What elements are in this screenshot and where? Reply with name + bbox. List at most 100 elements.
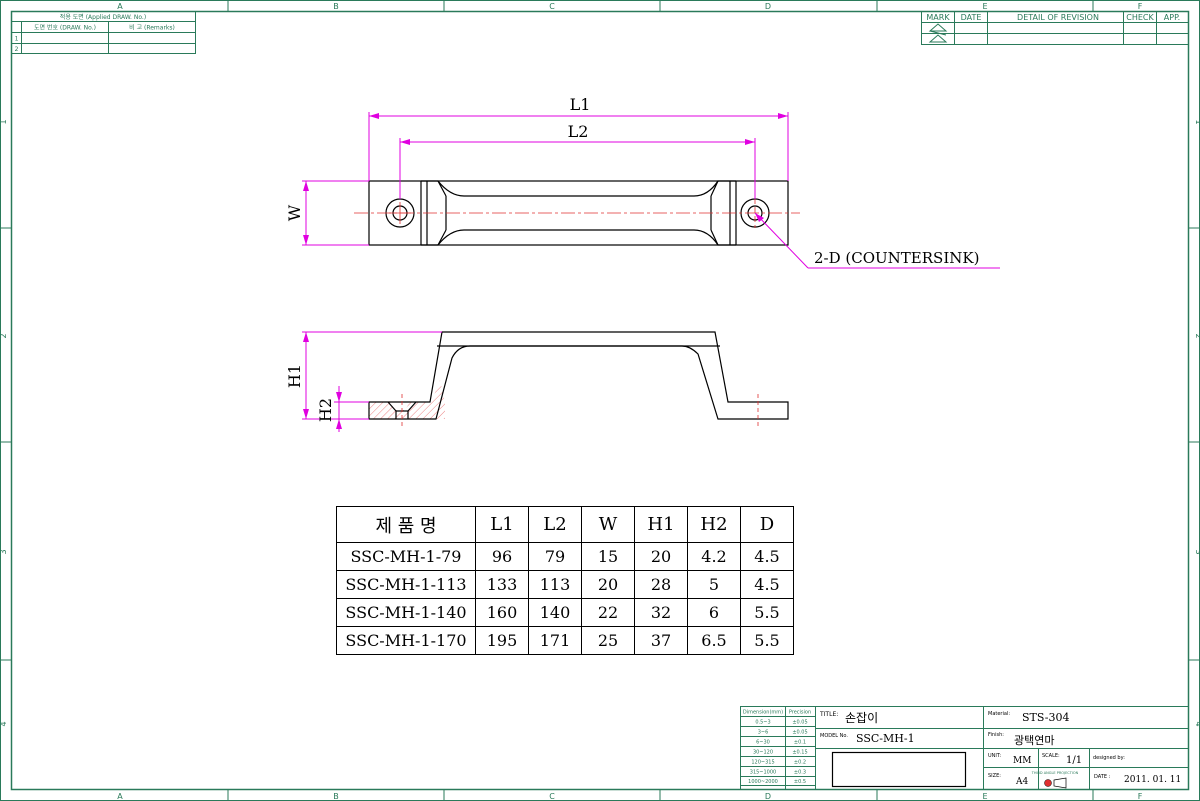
dimension-l1-label: L1 xyxy=(570,95,591,114)
spec-header-h2: H2 xyxy=(687,506,741,543)
applied-drawing-row2: 2 xyxy=(15,46,19,53)
spec-header-l1: L1 xyxy=(475,506,529,543)
row-label-2: 2 xyxy=(0,333,8,338)
projection-symbol-icon: THIRD ANGLE PROJECTION xyxy=(1031,771,1079,789)
col-label-b: B xyxy=(333,2,339,11)
spec-cell: 113 xyxy=(528,570,582,599)
col-label-d-bottom: D xyxy=(765,792,771,801)
designed-label: designed by: xyxy=(1093,755,1125,761)
spec-table-header-row: 제 품 명 L1 L2 W H1 H2 D xyxy=(336,506,794,543)
dimension-l1 xyxy=(368,112,789,181)
tolerance-value-3: ±0.1 xyxy=(794,740,806,746)
spec-header-name: 제 품 명 xyxy=(336,506,476,543)
spec-cell: 171 xyxy=(528,626,582,655)
unit-label: UNIT: xyxy=(988,753,1001,759)
material-value: STS-304 xyxy=(1022,711,1070,724)
spec-header-w: W xyxy=(581,506,635,543)
revision-header-mark: MARK xyxy=(926,13,950,22)
spec-cell: 195 xyxy=(475,626,529,655)
tolerance-range-2: 3~6 xyxy=(758,730,769,736)
spec-cell: SSC-MH-1-79 xyxy=(336,542,476,571)
spec-header-h1: H1 xyxy=(634,506,688,543)
spec-cell: 32 xyxy=(634,598,688,627)
date-value: 2011. 01. 11 xyxy=(1124,775,1181,785)
table-row: SSC-MH-1-140 160 140 22 32 6 5.5 xyxy=(336,598,794,627)
spec-cell: 6.5 xyxy=(687,626,741,655)
applied-drawing-col2: 비 고 (Remarks) xyxy=(129,24,175,32)
spec-header-d: D xyxy=(740,506,794,543)
applied-drawing-col1: 도면 번호 (DRAW. No.) xyxy=(34,24,96,32)
spec-cell: 4.5 xyxy=(740,542,794,571)
side-view-centerlines xyxy=(401,394,759,426)
dimension-h2-label: H2 xyxy=(316,398,335,422)
spec-cell: 4.2 xyxy=(687,542,741,571)
scale-label: SCALE: xyxy=(1042,753,1060,759)
col-label-e-bottom: E xyxy=(982,792,987,801)
spec-cell: 4.5 xyxy=(740,570,794,599)
revision-header-app: APP. xyxy=(1164,13,1180,22)
revision-header-date: DATE xyxy=(961,13,982,22)
spec-cell: 79 xyxy=(528,542,582,571)
revision-header-detail: DETAIL OF REVISION xyxy=(1017,13,1099,22)
spec-cell: 22 xyxy=(581,598,635,627)
dimension-h2 xyxy=(334,386,369,432)
tolerance-range-5: 120~315 xyxy=(751,760,774,766)
row-label-1: 1 xyxy=(0,119,8,124)
spec-cell: 133 xyxy=(475,570,529,599)
projection-text: THIRD ANGLE PROJECTION xyxy=(1031,771,1079,775)
side-view-hatch-left xyxy=(369,380,445,419)
spec-cell: 28 xyxy=(634,570,688,599)
col-label-f: F xyxy=(1138,2,1143,11)
tolerance-range-1: 0.5~3 xyxy=(755,720,770,726)
tolerance-range-6: 315~1000 xyxy=(750,770,776,776)
spec-cell: 160 xyxy=(475,598,529,627)
spec-cell: 5.5 xyxy=(740,626,794,655)
tolerance-header-dimension: Dimension(mm) xyxy=(743,710,783,716)
col-label-b-bottom: B xyxy=(333,792,339,801)
tolerance-value-4: ±0.15 xyxy=(792,750,807,756)
row-label-1-right: 1 xyxy=(1194,119,1200,124)
applied-drawing-row1: 1 xyxy=(15,36,19,43)
spec-cell: SSC-MH-1-170 xyxy=(336,626,476,655)
table-row: SSC-MH-1-170 195 171 25 37 6.5 5.5 xyxy=(336,626,794,655)
revision-header-check: CHECK xyxy=(1126,13,1154,22)
spec-cell: SSC-MH-1-113 xyxy=(336,570,476,599)
col-label-c-bottom: C xyxy=(549,792,555,801)
table-row: SSC-MH-1-113 133 113 20 28 5 4.5 xyxy=(336,570,794,599)
spec-table: 제 품 명 L1 L2 W H1 H2 D SSC-MH-1-79 96 79 … xyxy=(336,506,794,655)
tolerance-range-3: 6~30 xyxy=(756,740,770,746)
spec-cell: 25 xyxy=(581,626,635,655)
countersink-leader xyxy=(754,212,1000,269)
col-label-a-bottom: A xyxy=(117,792,123,801)
spec-cell: 15 xyxy=(581,542,635,571)
row-label-3: 3 xyxy=(0,549,8,554)
side-view-outline xyxy=(368,331,789,420)
revision-table: MARK DATE DETAIL OF REVISION CHECK APP. xyxy=(921,11,1189,45)
applied-drawing-table: 적용 도면 (Applied DRAW. No.) 도면 번호 (DRAW. N… xyxy=(11,11,196,54)
tolerance-range-7: 1000~2000 xyxy=(748,779,778,785)
tolerance-value-1: ±0.05 xyxy=(792,720,807,726)
tolerance-value-2: ±0.05 xyxy=(792,730,807,736)
tolerance-value-6: ±0.3 xyxy=(794,770,806,776)
title-value: 손잡이 xyxy=(845,711,878,725)
spec-cell: 5 xyxy=(687,570,741,599)
spec-cell: 140 xyxy=(528,598,582,627)
title-block: Dimension(mm) Precision 0.5~3 ±0.05 3~6 … xyxy=(740,706,1189,790)
spec-cell: 96 xyxy=(475,542,529,571)
row-label-4-right: 4 xyxy=(1194,721,1200,726)
dimension-h1-label: H1 xyxy=(285,364,304,388)
scale-value: 1/1 xyxy=(1066,755,1082,766)
title-block-blank-box xyxy=(831,751,967,788)
table-row: SSC-MH-1-79 96 79 15 20 4.2 4.5 xyxy=(336,542,794,571)
spec-cell: 6 xyxy=(687,598,741,627)
finish-value: 광택연마 xyxy=(1014,734,1054,747)
row-label-3-right: 3 xyxy=(1194,549,1200,554)
size-value: A4 xyxy=(1015,777,1028,787)
top-view: L1 L2 W 2-D (COUNTERSINK) xyxy=(285,95,1000,269)
col-label-e: E xyxy=(982,2,987,11)
unit-value: MM xyxy=(1013,756,1031,766)
title-label: TITLE: xyxy=(819,711,838,718)
